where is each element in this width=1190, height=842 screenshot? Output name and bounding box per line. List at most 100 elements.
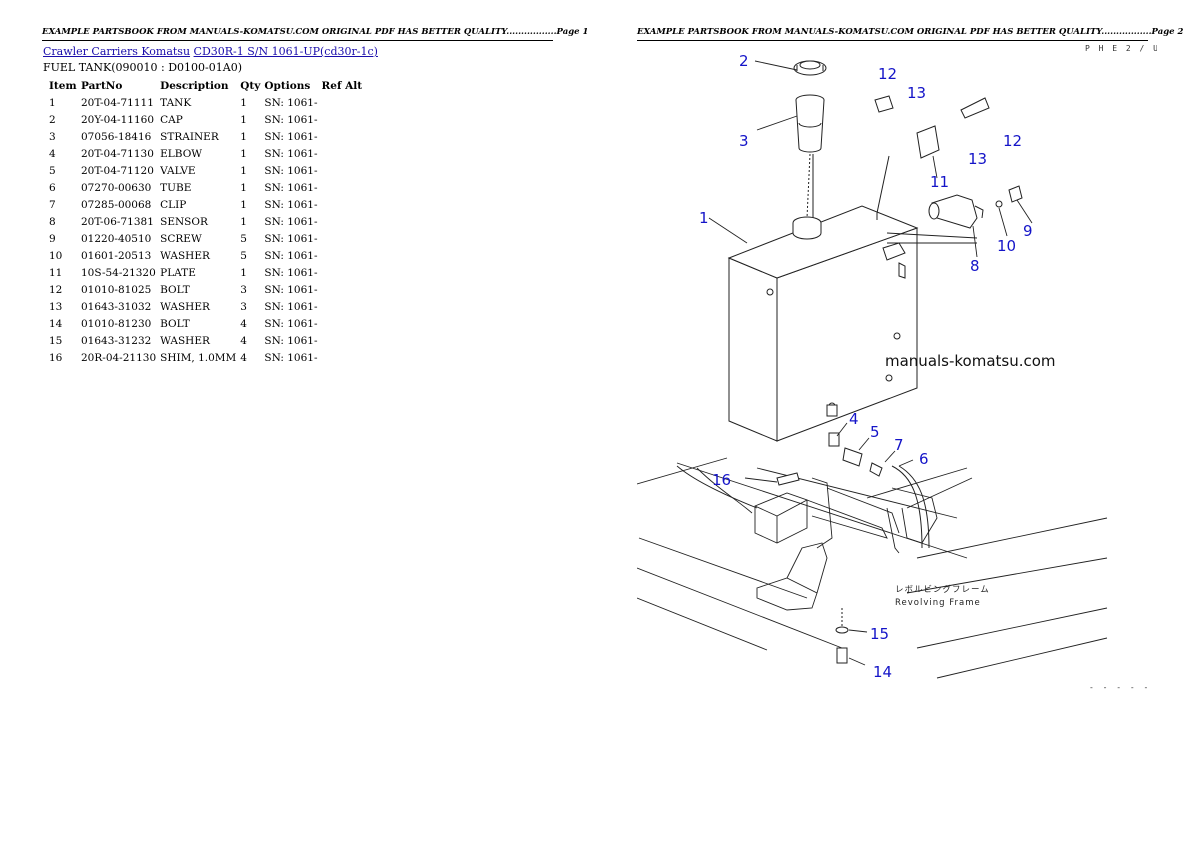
column-header-description: Description	[160, 79, 229, 92]
cell-qty: 4	[240, 317, 247, 330]
strainer-drawing	[795, 94, 825, 219]
cell-description: ELBOW	[160, 147, 203, 160]
cell-partno: 20T-04-71111	[81, 96, 154, 109]
cell-item: 11	[49, 266, 63, 279]
cell-qty: 1	[240, 198, 247, 211]
exploded-parts-diagram: P H E 2 / U J	[637, 44, 1157, 692]
cell-options: SN: 1061-	[264, 300, 318, 313]
cell-ref-alt	[322, 162, 367, 179]
leader-lines	[708, 60, 1033, 666]
cell-description: PLATE	[160, 266, 196, 279]
callout-13a[interactable]: 13	[907, 84, 926, 102]
callout-9[interactable]: 9	[1023, 222, 1033, 240]
cell-options: SN: 1061-	[264, 147, 318, 160]
cell-partno: 01601-20513	[81, 249, 152, 262]
callout-1[interactable]: 1	[699, 209, 709, 227]
callout-13b[interactable]: 13	[968, 150, 987, 168]
cell-options: SN: 1061-	[264, 181, 318, 194]
cell-partno: 07270-00630	[81, 181, 152, 194]
cell-item: 8	[49, 215, 56, 228]
cell-ref-alt	[322, 332, 367, 349]
cell-item: 13	[49, 300, 63, 313]
cell-options: SN: 1061-	[264, 283, 318, 296]
cell-item: 12	[49, 283, 63, 296]
callout-12a[interactable]: 12	[878, 65, 897, 83]
callout-14[interactable]: 14	[873, 663, 892, 681]
bolt-washer-drawing	[835, 608, 849, 664]
table-header-row: Item PartNo Description Qty Options Ref …	[44, 77, 366, 94]
callout-12b[interactable]: 12	[1003, 132, 1022, 150]
cell-qty: 1	[240, 113, 247, 126]
cell-options: SN: 1061-	[264, 198, 318, 211]
plate-drawing	[874, 95, 990, 220]
breadcrumb-link-model[interactable]: CD30R-1 S/N 1061-UP(cd30r-1c)	[193, 45, 378, 58]
cell-qty: 1	[240, 181, 247, 194]
cell-ref-alt	[322, 230, 367, 247]
cell-partno: 20R-04-21130	[81, 351, 157, 364]
cell-description: BOLT	[160, 283, 190, 296]
cell-options: SN: 1061-	[264, 164, 318, 177]
figure-code: P H E 2 / U J	[1085, 44, 1157, 53]
column-header-options: Options	[264, 79, 311, 92]
cell-item: 15	[49, 334, 63, 347]
callout-2[interactable]: 2	[739, 52, 749, 70]
parts-table: Item PartNo Description Qty Options Ref …	[44, 77, 366, 366]
cell-description: VALVE	[160, 164, 196, 177]
callout-7[interactable]: 7	[894, 436, 904, 454]
callout-8[interactable]: 8	[970, 257, 980, 275]
table-row: 12 01010-81025 BOLT 3 SN: 1061-	[44, 281, 366, 298]
callout-6[interactable]: 6	[919, 450, 929, 468]
column-header-partno: PartNo	[81, 79, 123, 92]
cell-item: 14	[49, 317, 63, 330]
cell-ref-alt	[322, 196, 367, 213]
breadcrumb-link-model-family[interactable]: Crawler Carriers Komatsu	[43, 45, 191, 58]
watermark: manuals-komatsu.com	[885, 352, 1056, 370]
cell-qty: 1	[240, 164, 247, 177]
cell-options: SN: 1061-	[264, 215, 318, 228]
cell-item: 1	[49, 96, 56, 109]
cell-options: SN: 1061-	[264, 130, 318, 143]
callout-15[interactable]: 15	[870, 625, 889, 643]
cell-ref-alt	[322, 145, 367, 162]
cell-item: 2	[49, 113, 56, 126]
cell-qty: 5	[240, 232, 247, 245]
cell-partno: 01643-31032	[81, 300, 152, 313]
callout-16[interactable]: 16	[712, 471, 731, 489]
callout-4[interactable]: 4	[849, 410, 859, 428]
callout-labels: 2 3 1 12 13 12 13 11 9 10 8 4 5 7 6 16 1…	[699, 52, 1033, 681]
column-header-qty: Qty	[240, 79, 261, 92]
cell-partno: 01010-81025	[81, 283, 152, 296]
cell-partno: 07285-00068	[81, 198, 152, 211]
cell-ref-alt	[322, 213, 367, 230]
cell-qty: 1	[240, 147, 247, 160]
callout-3[interactable]: 3	[739, 132, 749, 150]
callout-5[interactable]: 5	[870, 423, 880, 441]
cell-options: SN: 1061-	[264, 351, 318, 364]
callout-11[interactable]: 11	[930, 173, 949, 191]
cell-ref-alt	[322, 349, 367, 366]
cell-options: SN: 1061-	[264, 96, 318, 109]
cell-description: SHIM, 1.0MM	[160, 351, 237, 364]
cell-description: TANK	[160, 96, 192, 109]
cell-qty: 3	[240, 283, 247, 296]
page2-header: EXAMPLE PARTSBOOK FROM MANUALS-KOMATSU.C…	[637, 26, 1183, 41]
cell-description: WASHER	[160, 334, 210, 347]
cell-item: 5	[49, 164, 56, 177]
cell-item: 4	[49, 147, 56, 160]
cell-ref-alt	[322, 111, 367, 128]
cell-description: BOLT	[160, 317, 190, 330]
cell-item: 10	[49, 249, 63, 262]
cap-drawing	[793, 60, 827, 76]
callout-10[interactable]: 10	[997, 237, 1016, 255]
cell-ref-alt	[322, 94, 367, 111]
cell-partno: 01643-31232	[81, 334, 152, 347]
